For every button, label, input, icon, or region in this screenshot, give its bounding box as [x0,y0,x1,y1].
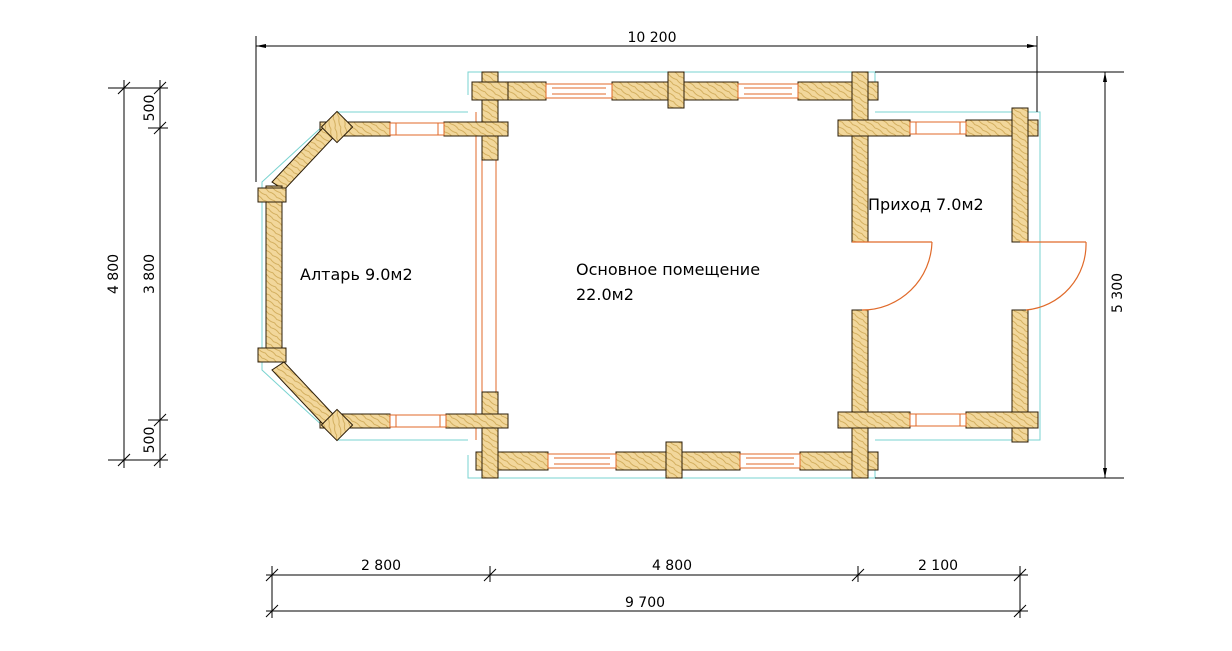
dimension-top: 10 200 [255,30,1038,182]
dimension-left-middle: 3 800 [142,254,158,294]
dimension-bottom-total: 9 700 [625,595,665,611]
window-main-bottom-2 [739,453,801,469]
window-main-bottom-1 [547,453,617,469]
window-entry-top [909,121,967,135]
doors [852,241,1087,311]
room-label-main-area: 22.0м2 [576,285,634,304]
room-label-main-name: Основное помещение [576,260,760,279]
dimension-top-total: 10 200 [628,30,677,46]
window-main-top-2 [737,83,799,99]
room-label-altar: Алтарь 9.0м2 [300,265,413,284]
window-main-top-1 [545,83,613,99]
dimension-bottom-seg1: 2 800 [361,558,401,574]
dimension-bottom: 2 800 4 800 2 100 9 700 [265,558,1028,618]
room-labels: Алтарь 9.0м2 Основное помещение 22.0м2 П… [300,195,984,304]
room-label-entry: Приход 7.0м2 [868,195,984,214]
door-entrance [1020,241,1087,311]
dimension-left-outer: 4 800 [106,254,122,294]
window-altar-bottom [389,414,447,428]
door-interior [852,241,933,311]
dimension-bottom-seg2: 4 800 [652,558,692,574]
window-altar-top [389,122,445,136]
dimension-right-total: 5 300 [1110,273,1126,313]
windows [389,83,967,469]
window-entry-bottom [909,413,967,427]
dimension-bottom-seg3: 2 100 [918,558,958,574]
dimension-right: 5 300 [875,71,1126,479]
dimension-left-bottom: 500 [142,427,158,454]
dimension-left: 4 800 3 800 500 500 [106,80,168,468]
log-walls [257,71,1039,479]
dimension-left-top: 500 [142,95,158,122]
